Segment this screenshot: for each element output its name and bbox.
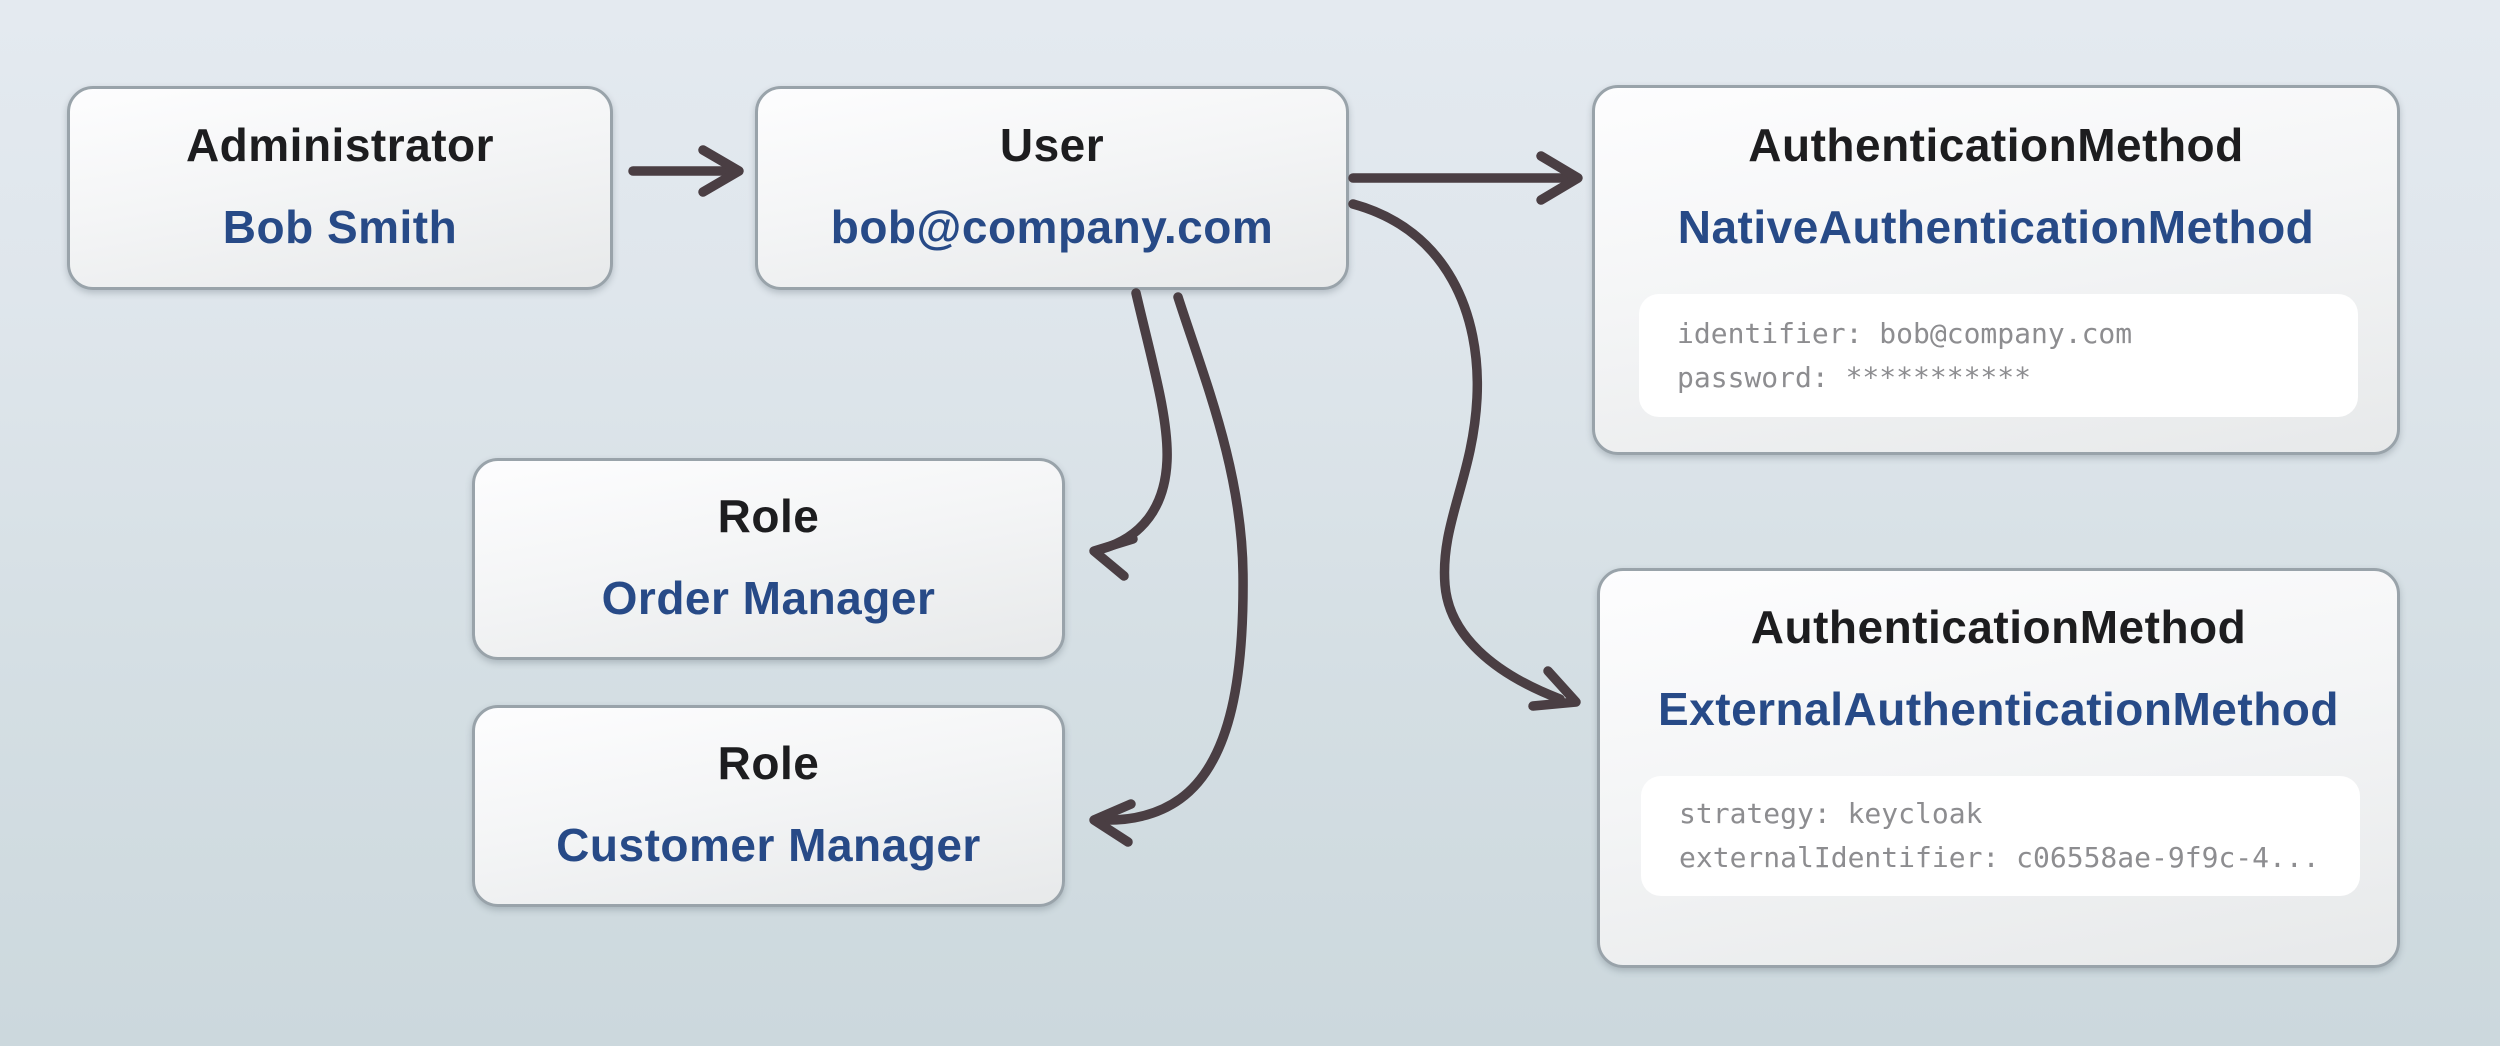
node-external-auth-value: ExternalAuthenticationMethod	[1657, 683, 2340, 735]
node-native-auth: AuthenticationMethod NativeAuthenticatio…	[1592, 85, 2400, 455]
node-native-auth-value: NativeAuthenticationMethod	[1677, 201, 2315, 253]
node-role-customer-manager: Role Customer Manager	[472, 705, 1065, 907]
node-role-customer-title: Role	[717, 737, 820, 789]
edge-user-to-external-auth	[1348, 199, 1565, 704]
node-native-auth-title: AuthenticationMethod	[1748, 119, 2244, 171]
node-external-auth: AuthenticationMethod ExternalAuthenticat…	[1597, 568, 2400, 968]
edge-user-to-role-customer	[1094, 292, 1248, 825]
node-role-order-value: Order Manager	[601, 572, 936, 624]
edge-administrator-to-user-arrowhead	[698, 145, 744, 197]
edge-user-to-role-order	[1097, 288, 1172, 554]
external-auth-identifier-attribute: externalIdentifier: c06558ae-9f9c-4...	[1679, 842, 2320, 874]
node-user: User bob@company.com	[755, 86, 1349, 290]
node-role-order-manager: Role Order Manager	[472, 458, 1065, 660]
node-external-auth-title: AuthenticationMethod	[1750, 601, 2247, 653]
node-user-value: bob@company.com	[830, 201, 1274, 253]
native-auth-identifier-attribute: identifier: bob@company.com	[1677, 317, 2133, 350]
edge-user-to-native-auth-arrowhead	[1536, 151, 1583, 205]
external-auth-strategy-attribute: strategy: keycloak	[1679, 798, 1983, 830]
node-external-auth-attributes-panel: strategy: keycloak externalIdentifier: c…	[1641, 776, 2360, 896]
node-native-auth-attributes-panel: identifier: bob@company.com password: **…	[1639, 294, 2358, 417]
native-auth-password-attribute: password: ***********	[1677, 361, 2032, 394]
node-role-order-title: Role	[717, 490, 820, 542]
node-administrator-value: Bob Smith	[222, 201, 458, 253]
node-user-title: User	[999, 119, 1105, 171]
edge-user-to-role-customer-arrowhead	[1089, 799, 1136, 847]
node-administrator: Administrator Bob Smith	[67, 86, 613, 290]
node-role-customer-value: Customer Manager	[556, 819, 981, 871]
edge-user-to-role-order-arrowhead	[1089, 534, 1138, 581]
node-administrator-title: Administrator	[185, 119, 495, 171]
edge-user-to-external-auth-arrowhead	[1528, 666, 1581, 711]
